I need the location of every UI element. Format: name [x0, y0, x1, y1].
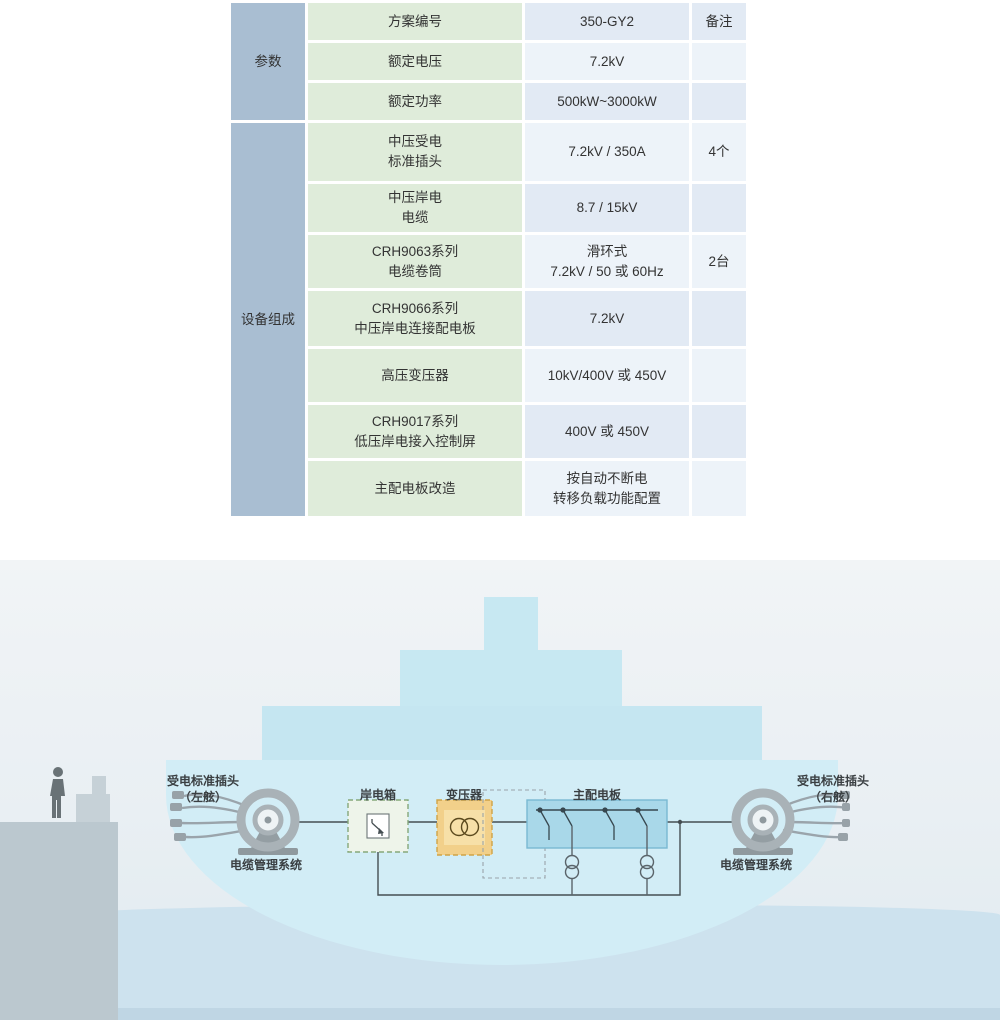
spec-row-value: 7.2kV: [525, 43, 689, 80]
plug-icon: [170, 803, 182, 811]
spec-row-label: 额定电压: [308, 43, 522, 80]
table-group-equipment: 设备组成: [231, 123, 305, 516]
table-group-parameters: 参数: [231, 3, 305, 120]
spec-row-value: 滑环式 7.2kV / 50 或 60Hz: [525, 235, 689, 288]
dock-step: [76, 794, 110, 822]
spec-row-remark: [692, 83, 746, 120]
spec-row-label: CRH9066系列 中压岸电连接配电板: [308, 291, 522, 346]
ship-funnel: [484, 597, 538, 650]
spec-row-label: 主配电板改造: [308, 461, 522, 516]
transformer-icon: [436, 799, 493, 856]
spec-row-remark: 2台: [692, 235, 746, 288]
spec-row-remark: 4个: [692, 123, 746, 181]
spec-row-remark: 备注: [692, 3, 746, 40]
label-switchboard: 主配电板: [572, 788, 621, 802]
switchboard-icon: [526, 799, 668, 849]
spec-row-remark: [692, 461, 746, 516]
label-plug-right: 受电标准插头 （右舷）: [796, 774, 869, 805]
plug-icon: [174, 833, 186, 841]
spec-row-remark: [692, 184, 746, 232]
plug-icon: [838, 833, 848, 841]
person-icon: [50, 767, 65, 818]
label-cable-mgmt-right: 电缆管理系统: [719, 858, 792, 872]
water-deep: [0, 1008, 1000, 1020]
ship-upper-deck: [400, 650, 622, 706]
label-shore-box: 岸电箱: [359, 788, 396, 802]
plug-icon: [842, 819, 850, 827]
spec-row-label: 额定功率: [308, 83, 522, 120]
spec-row-remark: [692, 349, 746, 402]
spec-table-section: 参数 方案编号 350-GY2 备注 额定电压 7.2kV 额定功率 500kW…: [228, 0, 749, 519]
shore-box-icon: [347, 799, 409, 853]
spec-row-value: 7.2kV: [525, 291, 689, 346]
shore-power-diagram: 受电标准插头 （左舷） 岸电箱 变压器 主配电板 受电标准插头 （右舷） 电缆管…: [0, 560, 1000, 1020]
spec-row-label: 高压变压器: [308, 349, 522, 402]
spec-row-remark: [692, 43, 746, 80]
spec-row-label: 中压受电 标准插头: [308, 123, 522, 181]
onboard-schematic: [170, 788, 850, 896]
spec-row-value: 8.7 / 15kV: [525, 184, 689, 232]
spec-row-label: 中压岸电 电缆: [308, 184, 522, 232]
cable-reel-left-icon: [170, 788, 300, 855]
plug-icon: [172, 791, 184, 799]
junction-dot: [677, 819, 683, 825]
plug-icon: [840, 791, 850, 799]
spec-row-value: 400V 或 450V: [525, 405, 689, 458]
label-transformer: 变压器: [445, 788, 482, 802]
ship-main-deck: [262, 706, 762, 760]
spec-row-value: 按自动不断电 转移负载功能配置: [525, 461, 689, 516]
spec-row-remark: [692, 405, 746, 458]
spec-row-label: CRH9063系列 电缆卷筒: [308, 235, 522, 288]
label-plug-left: 受电标准插头 （左舷）: [166, 774, 239, 805]
spec-row-value: 500kW~3000kW: [525, 83, 689, 120]
spec-table: 参数 方案编号 350-GY2 备注 额定电压 7.2kV 额定功率 500kW…: [228, 0, 749, 519]
dock: [0, 822, 118, 1020]
cable-reel-right-icon: [731, 788, 850, 855]
spec-row-value: 7.2kV / 350A: [525, 123, 689, 181]
dock-step: [92, 776, 106, 794]
spec-row-label: CRH9017系列 低压岸电接入控制屏: [308, 405, 522, 458]
spec-row-label: 方案编号: [308, 3, 522, 40]
spec-row-remark: [692, 291, 746, 346]
plug-icon: [842, 803, 850, 811]
spec-row-value: 10kV/400V 或 450V: [525, 349, 689, 402]
label-cable-mgmt-left: 电缆管理系统: [229, 858, 302, 872]
spec-row-value: 350-GY2: [525, 3, 689, 40]
plug-icon: [170, 819, 182, 827]
lv-transformer-icons: [564, 826, 655, 895]
